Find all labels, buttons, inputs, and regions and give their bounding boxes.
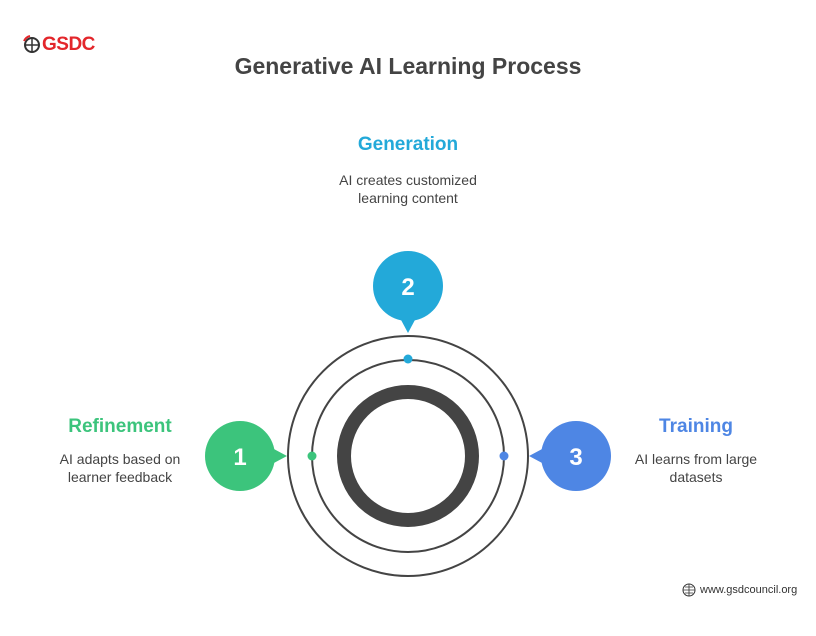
badge-number: 3 xyxy=(569,444,582,471)
training-heading: Training xyxy=(659,416,733,437)
badge-1: 1 xyxy=(205,421,287,491)
inner-ring xyxy=(337,385,479,527)
outer-ring xyxy=(287,335,529,577)
generation-description: AI creates customized learning content xyxy=(339,172,477,206)
generation-heading: Generation xyxy=(357,134,459,155)
refinement-description: AI adapts based on learner feedback xyxy=(59,451,181,485)
logo-text: GSDC xyxy=(42,34,95,55)
dot-training xyxy=(499,451,509,461)
refinement-heading: Refinement xyxy=(68,416,172,437)
badge-number: 2 xyxy=(401,274,414,301)
page-title: Generative AI Learning Process xyxy=(234,53,582,79)
badge-number: 1 xyxy=(233,444,246,471)
footer-url[interactable]: www.gsdcouncil.org xyxy=(700,584,798,596)
training-description: AI learns from large datasets xyxy=(634,451,758,485)
badge-3: 3 xyxy=(529,421,611,491)
globe-icon xyxy=(23,35,40,53)
badge-2: 2 xyxy=(373,251,443,333)
dot-generation xyxy=(403,354,413,364)
gsdc-logo: GSDC xyxy=(22,34,95,56)
globe-icon xyxy=(682,583,696,597)
dot-refinement xyxy=(307,451,317,461)
footer: www.gsdcouncil.org xyxy=(682,583,797,597)
